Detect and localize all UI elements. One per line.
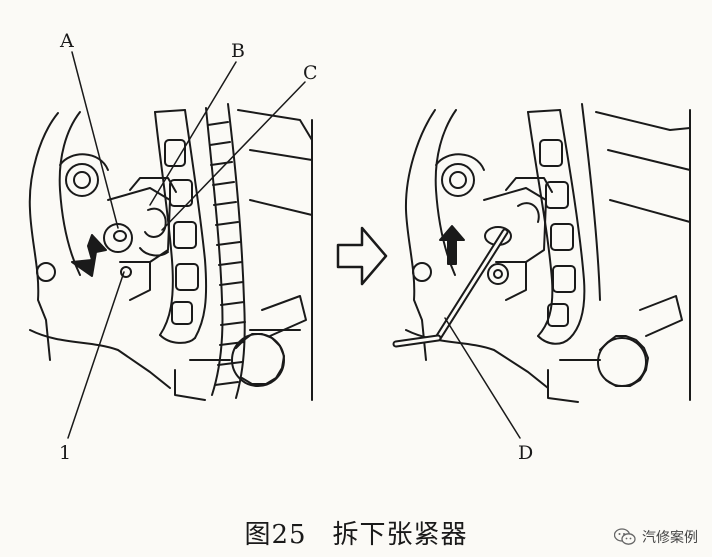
label-d: D: [518, 442, 534, 464]
pin-tool: [392, 228, 509, 348]
label-a: A: [60, 30, 74, 52]
watermark: 汽修案例: [614, 527, 698, 547]
label-1: 1: [59, 442, 72, 464]
left-engine-view: [28, 103, 313, 401]
left-leader-lines: [67, 51, 306, 439]
label-c: C: [303, 62, 318, 84]
figure-title: 拆下张紧器: [332, 520, 468, 550]
right-leader-line: [444, 317, 521, 439]
watermark-text: 汽修案例: [642, 530, 698, 546]
transition-arrow: [336, 226, 388, 286]
figure-caption: 图25 拆下张紧器: [0, 514, 712, 551]
figure-number: 图25: [244, 520, 307, 550]
label-b: B: [231, 40, 245, 62]
wechat-icon: [614, 528, 636, 545]
right-engine-view: [404, 103, 691, 403]
